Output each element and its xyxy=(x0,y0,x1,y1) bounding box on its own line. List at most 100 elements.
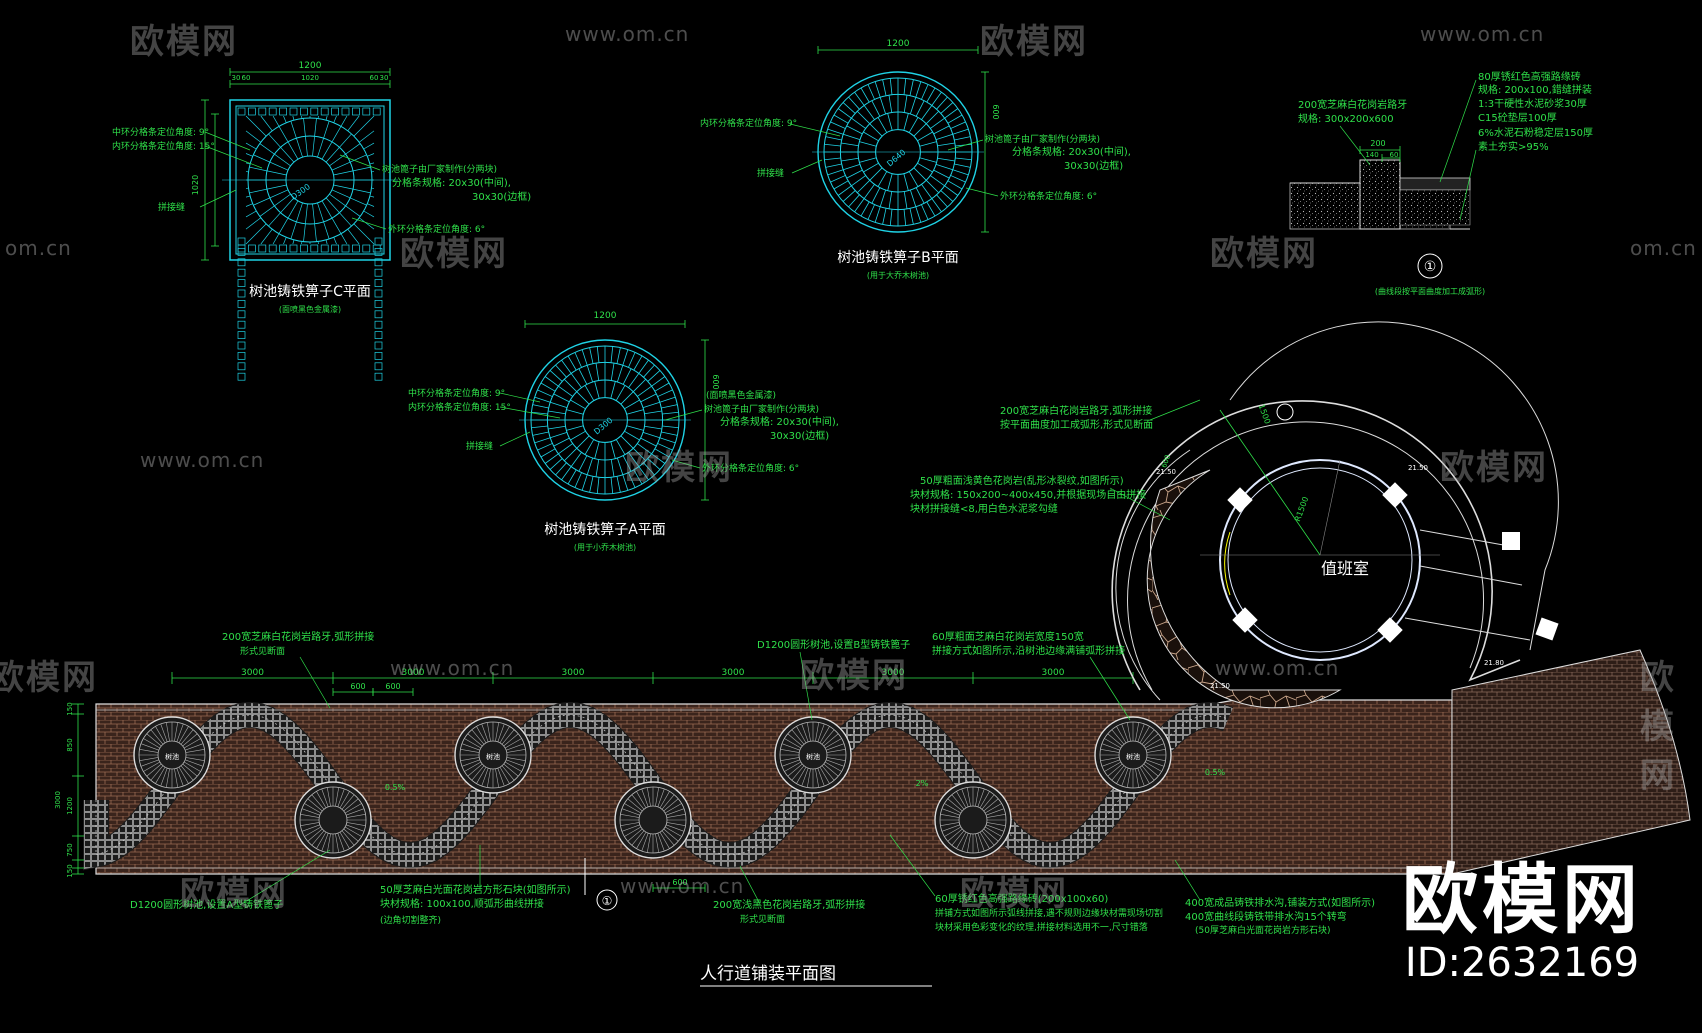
grate-c-bar xyxy=(358,217,375,230)
grate-bar xyxy=(628,452,640,467)
grate-c-bar xyxy=(369,195,375,198)
sidewalk-note: 50厚芝麻白光面花岗岩方形石块(如图所示) xyxy=(380,883,571,896)
tree-pit-bar xyxy=(666,808,685,816)
tree-pit-bar xyxy=(940,813,960,818)
grate-bar xyxy=(921,184,933,199)
tree-pit-bar xyxy=(983,828,999,842)
tree-pit-bar xyxy=(180,765,194,781)
grate-bar xyxy=(848,194,860,208)
grate-bar xyxy=(578,368,588,385)
leader-line xyxy=(1339,125,1371,166)
grate-c-bar xyxy=(312,118,317,157)
grate-bar xyxy=(662,425,679,429)
tree-pit-bar xyxy=(155,766,166,784)
tree-pit-bar xyxy=(666,824,685,832)
grate-bar xyxy=(926,180,940,194)
grate-bar xyxy=(570,399,586,410)
watermark-logo: 欧模网 xyxy=(625,448,733,488)
watermark-logo: 欧模网 xyxy=(960,874,1068,914)
grate-bar xyxy=(877,117,888,133)
grate-b-note: 30x30(边框) xyxy=(1064,159,1123,172)
grate-bar xyxy=(833,180,849,190)
tree-pit-bar xyxy=(165,722,170,742)
watermark-logo: 欧模网 xyxy=(400,234,508,274)
grate-c-bar xyxy=(245,153,253,157)
grate-c-dim-part: 30 xyxy=(380,74,389,82)
tree-pit-inner xyxy=(318,805,348,835)
grate-bar xyxy=(888,95,893,113)
grate-bar xyxy=(824,157,841,161)
grate-c-bar xyxy=(329,143,361,167)
grate-bar xyxy=(888,191,893,209)
grate-bar xyxy=(936,194,948,208)
grate-c-bar xyxy=(353,115,375,137)
grate-bar xyxy=(931,91,942,106)
tree-pit-bar xyxy=(146,733,162,747)
level-mark: 21.80 xyxy=(1484,659,1504,667)
grate-bar xyxy=(846,125,863,135)
grate-b-title: 树池铸铁箅子B平面 xyxy=(837,250,959,266)
grate-bar xyxy=(825,163,842,168)
plaza-arc xyxy=(1115,449,1191,701)
grate-bar xyxy=(654,448,670,458)
grate-c-dim-side: 1020 xyxy=(191,175,200,195)
grate-c-cell xyxy=(300,107,308,116)
tree-pit-bar xyxy=(646,833,651,853)
grate-bar xyxy=(937,157,955,162)
tree-pit-bar xyxy=(1101,743,1120,751)
tree-pit-bar xyxy=(664,803,682,814)
grate-c-cell xyxy=(248,244,256,253)
grate-c-cell xyxy=(352,107,360,116)
grate-bar xyxy=(540,448,556,458)
leader-line xyxy=(1439,79,1477,183)
grate-bar xyxy=(947,114,963,124)
tree-pit-bar xyxy=(344,826,362,837)
grate-c-cell xyxy=(237,331,246,339)
grate-bar xyxy=(610,477,614,494)
sidewalk-note: 拼接方式如图所示,沿树池边缘满铺弧形拼接 xyxy=(932,644,1125,657)
grate-c-dim-part: 60 xyxy=(242,74,251,82)
grate-bar xyxy=(915,187,925,204)
grate-bar xyxy=(919,157,937,163)
grate-bar xyxy=(851,175,866,187)
tree-pit-inner xyxy=(798,740,828,770)
slope-label: 2% xyxy=(916,779,929,788)
watermark-site: www.om.cn xyxy=(1215,656,1340,680)
watermark-site: www.om.cn xyxy=(1420,22,1545,46)
slope-label: 0.5% xyxy=(1205,768,1226,777)
tree-pit-bar xyxy=(784,738,802,749)
tree-pit-bar xyxy=(981,794,995,810)
grate-b-note: 内环分格条定位角度: 9° xyxy=(700,117,797,129)
grate-c-cell xyxy=(362,244,371,253)
grate-c-cell xyxy=(237,341,246,350)
tree-pit-bar xyxy=(1104,738,1122,749)
grate-bar xyxy=(615,439,626,455)
leader-line xyxy=(499,406,561,419)
grate-c-cell xyxy=(237,279,246,287)
tree-pit-bar xyxy=(641,788,649,807)
grate-bar xyxy=(537,389,553,397)
grate-bar xyxy=(859,157,877,163)
grate-bar xyxy=(620,391,634,405)
grate-bar xyxy=(633,355,643,371)
leader-line xyxy=(339,154,381,171)
grate-bar xyxy=(616,347,621,364)
tree-pit-bar xyxy=(801,723,809,742)
tree-pit-bar xyxy=(824,738,842,749)
tree-pit-bar xyxy=(821,729,835,745)
grate-c-bar xyxy=(303,203,308,242)
grate-c-cell xyxy=(279,107,287,116)
tree-pit-bar xyxy=(636,791,647,809)
grate-c-bar xyxy=(321,200,342,234)
tree-pit-bar xyxy=(1137,768,1145,787)
tree-pit-bar xyxy=(182,763,198,777)
tree-pit-bar xyxy=(826,743,845,751)
leader-line xyxy=(739,865,761,905)
tree-pit-bar xyxy=(150,765,164,781)
grate-bar xyxy=(874,81,881,98)
tree-pit-bar xyxy=(146,763,162,777)
grate-a-note: 30x30(边框) xyxy=(770,429,829,442)
sidewalk-dim-left: 1200 xyxy=(66,797,74,815)
tree-pit-bar xyxy=(951,794,965,810)
grate-c-bar xyxy=(367,153,375,157)
